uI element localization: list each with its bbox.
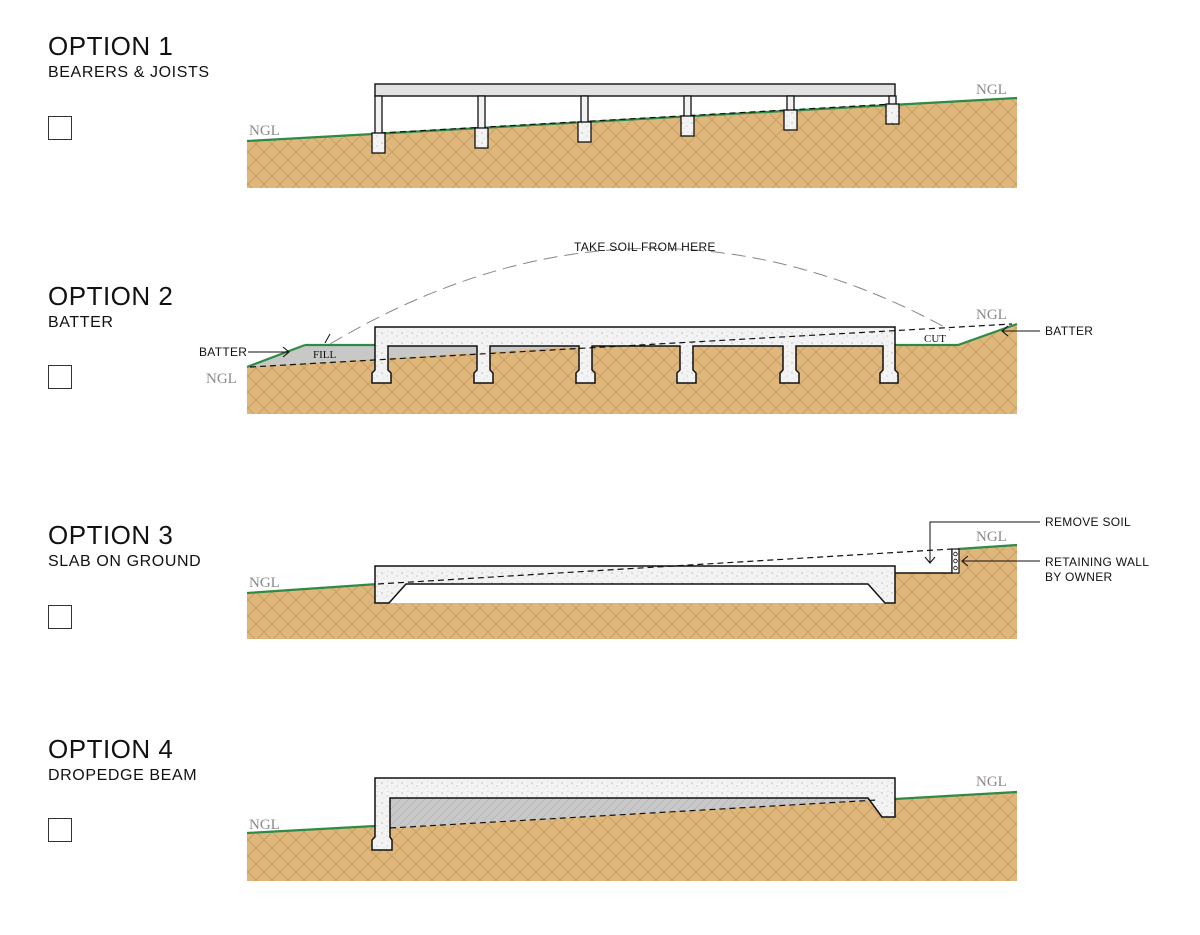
ground-line <box>894 790 1018 801</box>
fill-label: FILL <box>313 349 337 361</box>
option-2-diagram: TAKE SOIL FROM HERE BATTER BATTER FILL C… <box>199 240 1093 414</box>
ngl-label-right: NGL <box>976 82 1007 98</box>
fill-leader <box>324 333 331 344</box>
option-2-title: OPTION 2 <box>48 281 174 311</box>
posts <box>371 95 900 154</box>
option-4-checkbox[interactable] <box>48 818 72 842</box>
cut-label: CUT <box>924 333 946 345</box>
arrow-head <box>282 346 290 358</box>
original-ground-dashed <box>377 548 953 585</box>
cut-profile <box>895 549 953 574</box>
retaining-wall <box>951 548 960 574</box>
ngl-label-right: NGL <box>976 774 1007 790</box>
option-1-subtitle: BEARERS & JOISTS <box>48 64 210 81</box>
option-2-subtitle: BATTER <box>48 314 114 331</box>
option-3-diagram: REMOVE SOIL RETAINING WALL BY OWNER NGL … <box>246 515 1149 639</box>
slab <box>371 777 896 851</box>
soil-mass <box>247 792 1017 881</box>
ground-line <box>957 543 1018 551</box>
option-3-title: OPTION 3 <box>48 520 174 550</box>
option-2-checkbox[interactable] <box>48 365 72 389</box>
ngl-label-left: NGL <box>249 123 280 139</box>
remove-soil-label: REMOVE SOIL <box>1045 515 1131 529</box>
soil-mass <box>247 545 1017 639</box>
slab <box>371 326 899 384</box>
retaining-wall-label-2: BY OWNER <box>1045 570 1113 584</box>
soil-mass <box>247 98 1017 188</box>
ngl-label-left: NGL <box>249 817 280 833</box>
take-soil-label: TAKE SOIL FROM HERE <box>574 240 716 254</box>
ngl-label-right: NGL <box>976 529 1007 545</box>
slab <box>374 565 896 604</box>
option-3-subtitle: SLAB ON GROUND <box>48 553 202 570</box>
option-4-title: OPTION 4 <box>48 734 174 764</box>
batter-label-left: BATTER <box>199 345 247 359</box>
batter-label-right: BATTER <box>1045 324 1093 338</box>
ngl-label-left: NGL <box>249 575 280 591</box>
ngl-label-left: NGL <box>206 371 237 387</box>
ngl-label-right: NGL <box>976 307 1007 323</box>
option-4-diagram: NGL NGL <box>246 774 1018 881</box>
soil-arc <box>329 247 951 345</box>
level-line <box>379 103 894 134</box>
option-1-checkbox[interactable] <box>48 116 72 140</box>
arrow-head <box>961 555 969 567</box>
option-1-title: OPTION 1 <box>48 31 174 61</box>
ground-line <box>246 582 379 595</box>
original-ground-dashed <box>389 799 878 829</box>
option-3-checkbox[interactable] <box>48 605 72 629</box>
ground-line <box>895 322 1018 347</box>
option-1-diagram: NGL NGL <box>246 82 1018 188</box>
floor-deck <box>374 83 896 97</box>
ground-line <box>246 824 376 835</box>
arrow-head <box>1001 325 1009 337</box>
option-4-subtitle: DROPEDGE BEAM <box>48 767 198 784</box>
arrow-head <box>924 556 936 564</box>
original-ground-dashed <box>249 323 1013 368</box>
remove-soil-leader <box>929 521 1040 562</box>
retaining-wall-label-1: RETAINING WALL <box>1045 555 1149 569</box>
ground-line <box>246 343 306 369</box>
